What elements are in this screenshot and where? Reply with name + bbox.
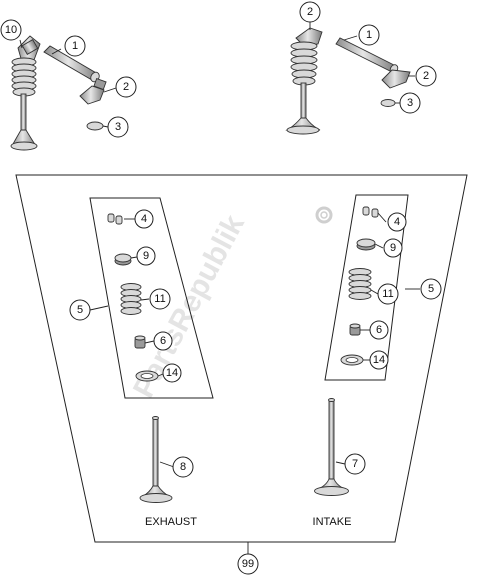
svg-text:5: 5: [428, 283, 434, 295]
svg-text:7: 7: [352, 458, 358, 470]
callout-99: 99: [237, 553, 259, 575]
callout-4: 4: [134, 209, 154, 229]
svg-text:1: 1: [72, 40, 78, 52]
svg-text:10: 10: [5, 24, 17, 36]
spring-seat-exhaust: [135, 370, 159, 382]
intake-valve: [314, 398, 349, 496]
svg-text:6: 6: [376, 324, 382, 336]
callout-14: 14: [162, 363, 182, 383]
callout-14: 14: [369, 350, 389, 370]
callout-9: 9: [136, 246, 156, 266]
svg-text:6: 6: [160, 335, 166, 347]
gear-icon: [315, 206, 333, 224]
callout-1: 1: [64, 35, 86, 57]
callout-1: 1: [358, 24, 380, 46]
callout-6: 6: [153, 331, 173, 351]
valve-spring-image: [11, 57, 37, 97]
callout-7: 7: [344, 453, 366, 475]
callout-2: 2: [415, 65, 437, 87]
svg-text:3: 3: [115, 121, 121, 133]
callout-9: 9: [383, 238, 403, 258]
shim-right: [380, 99, 396, 107]
callout-3: 3: [107, 116, 129, 138]
svg-text:5: 5: [77, 304, 83, 316]
valve-spring-image: [290, 41, 318, 86]
callout-6: 6: [369, 320, 389, 340]
rocker-arm-right: [381, 69, 411, 89]
rocker-arm-left: [79, 77, 107, 105]
svg-text:8: 8: [180, 461, 186, 473]
valve-keeper-exhaust: [107, 213, 123, 225]
svg-text:11: 11: [382, 288, 393, 300]
svg-text:2: 2: [423, 70, 429, 82]
intake-parts-panel: [324, 194, 409, 381]
valve-stem-seal-intake: [349, 323, 361, 336]
spring-seat-intake: [340, 354, 364, 366]
svg-text:99: 99: [242, 558, 254, 570]
svg-text:2: 2: [123, 81, 129, 93]
callout-11: 11: [377, 283, 399, 305]
exhaust-label: EXHAUST: [145, 516, 197, 528]
exhaust-valve-assembly: [10, 35, 41, 151]
svg-text:9: 9: [143, 250, 149, 262]
svg-text:1: 1: [366, 29, 372, 41]
intake-valve-assembly: [285, 27, 323, 135]
valve-spring-intake: [348, 268, 372, 300]
callout-2: 2: [299, 1, 321, 23]
callout-2: 2: [115, 76, 137, 98]
spring-retainer-intake: [356, 238, 376, 251]
spring-retainer-exhaust: [114, 253, 132, 266]
callout-5: 5: [420, 278, 442, 300]
callout-8: 8: [172, 456, 194, 478]
callout-5: 5: [69, 299, 91, 321]
exhaust-parts-panel: [89, 197, 214, 399]
valve-spring-exhaust: [120, 283, 142, 315]
valve-keeper-intake: [362, 206, 379, 218]
main-frame: [15, 174, 468, 543]
valve-stem-seal-exhaust: [134, 335, 146, 349]
svg-text:3: 3: [407, 97, 413, 109]
svg-text:9: 9: [390, 242, 396, 254]
shim-left: [86, 121, 104, 131]
svg-text:4: 4: [141, 213, 147, 225]
callout-11: 11: [149, 288, 171, 310]
svg-text:4: 4: [394, 216, 400, 228]
svg-text:2: 2: [307, 6, 313, 18]
svg-text:14: 14: [166, 367, 178, 379]
svg-text:14: 14: [373, 354, 385, 366]
exhaust-valve: [139, 416, 173, 503]
callout-3: 3: [399, 92, 421, 114]
callout-4: 4: [387, 212, 407, 232]
callout-10: 10: [0, 19, 22, 41]
svg-text:11: 11: [154, 293, 165, 305]
intake-label: INTAKE: [313, 516, 352, 528]
